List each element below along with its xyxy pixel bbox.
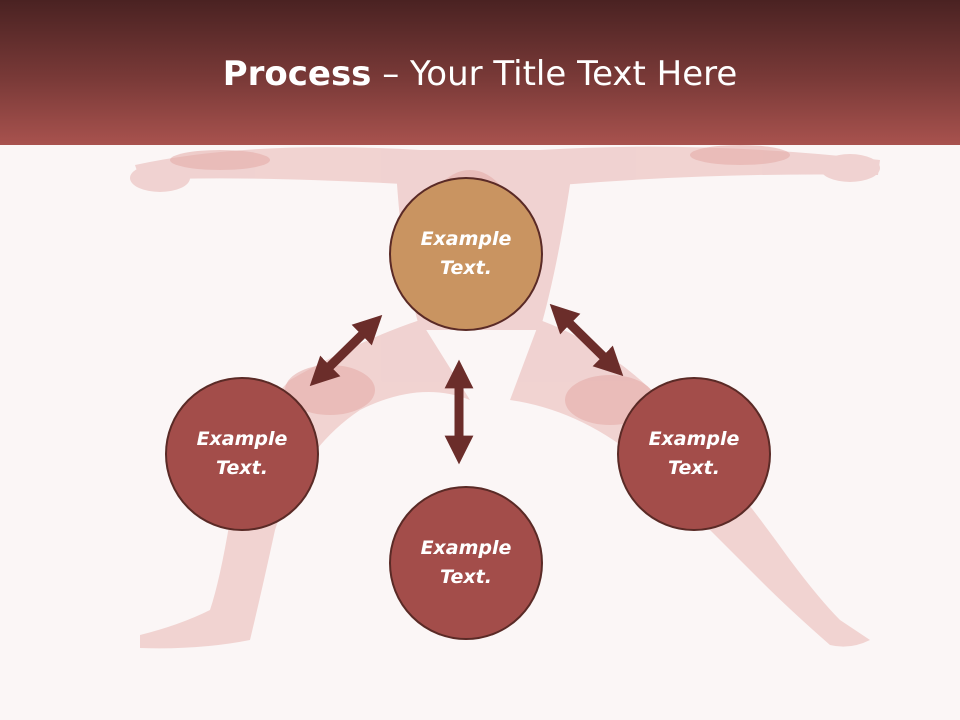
- process-node-bottom[interactable]: Example Text.: [389, 486, 543, 640]
- process-node-bottom-text: Example Text.: [420, 537, 512, 588]
- slide-title-rest: – Your Title Text Here: [371, 54, 738, 94]
- process-node-top-text: Example Text.: [420, 228, 512, 279]
- slide-title-bold: Process: [222, 54, 372, 94]
- slide-title: Process – Your Title Text Here: [0, 52, 960, 96]
- process-node-left-text: Example Text.: [196, 428, 288, 479]
- process-node-right[interactable]: Example Text.: [617, 377, 771, 531]
- arrow-top-right: [549, 303, 624, 377]
- arrow-top-left: [309, 314, 383, 387]
- process-node-right-text: Example Text.: [648, 428, 740, 479]
- process-node-top[interactable]: Example Text.: [389, 177, 543, 331]
- title-bar: Process – Your Title Text Here: [0, 0, 960, 145]
- process-node-left[interactable]: Example Text.: [165, 377, 319, 531]
